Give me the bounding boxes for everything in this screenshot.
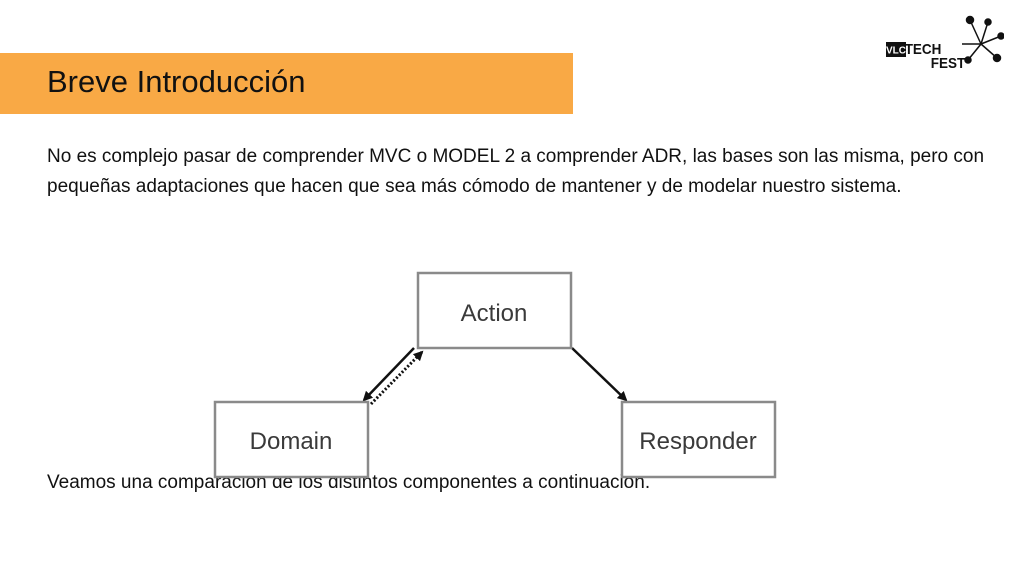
title-bar xyxy=(0,53,573,114)
node-responder: Responder xyxy=(620,400,777,479)
node-action-label: Action xyxy=(461,300,528,327)
edge-domain-to-action xyxy=(369,350,424,406)
edge-action-to-responder xyxy=(571,347,628,402)
network-nodes-icon xyxy=(962,15,1004,64)
node-domain-label: Domain xyxy=(250,428,333,455)
logo-badge-text: VLC xyxy=(886,46,906,57)
logo-word-fest: FEST xyxy=(931,55,966,72)
node-responder-label: Responder xyxy=(639,428,756,455)
logo-word-tech: TECH xyxy=(905,41,942,58)
slide-title: Breve Introducción xyxy=(47,64,306,99)
node-action: Action xyxy=(416,271,573,350)
intro-paragraph: No es complejo pasar de comprender MVC o… xyxy=(47,146,985,197)
outro-paragraph: Veamos una comparación de los distintos … xyxy=(47,472,651,493)
logo-badge xyxy=(886,42,906,57)
node-domain: Domain xyxy=(213,400,370,479)
vlctechfest-logo: VLC TECH FEST xyxy=(886,15,1004,72)
edge-action-to-domain xyxy=(362,347,415,402)
